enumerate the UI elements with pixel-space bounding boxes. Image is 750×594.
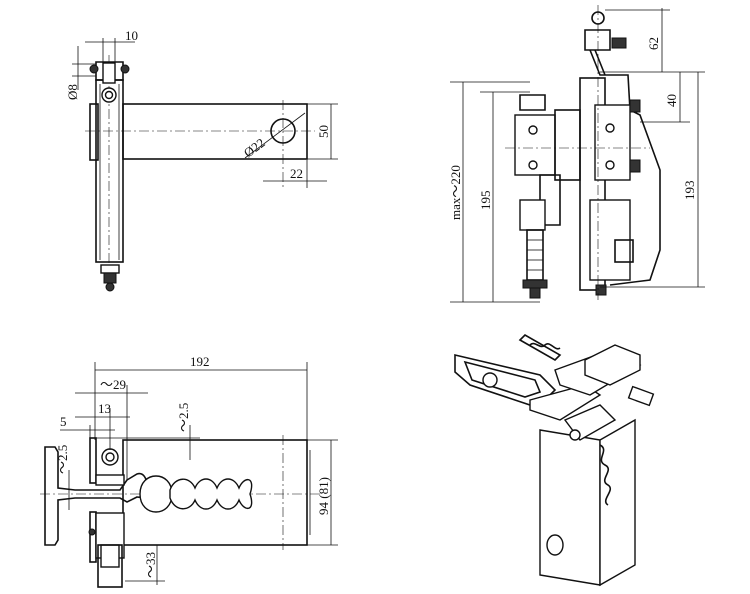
dim-side-height: 195	[478, 191, 493, 211]
side-view: 62 40 max～220 195 193	[448, 5, 705, 303]
dim-plan-length: 192	[190, 354, 210, 369]
dim-side-right-height: 193	[682, 181, 697, 201]
dim-side-upper: 40	[664, 94, 679, 107]
dim-side-top: 62	[646, 37, 661, 50]
dim-plan-bottom: ～33	[143, 552, 158, 578]
dim-front-pin: Ø8	[65, 84, 80, 100]
dim-plan-approx-29: ～29	[100, 377, 126, 392]
dim-front-hole-offset: 22	[290, 166, 303, 181]
dim-plan-gap-rail: ～2.5	[55, 445, 70, 474]
isometric-view	[454, 334, 655, 587]
dim-plan-5: 5	[60, 414, 67, 429]
plan-view: 192 ～29 13 5 ～2.5 ～2.5 94 (81) ～33	[40, 354, 338, 588]
dim-side-max-height: max～220	[448, 165, 463, 220]
front-view: 10 Ø8 Ø22 50 22	[65, 28, 338, 292]
dim-front-width: 10	[125, 28, 138, 43]
dim-front-hole: Ø22	[241, 135, 268, 160]
dim-plan-13: 13	[98, 401, 111, 416]
dim-plan-gap-top: ～2.5	[176, 403, 191, 432]
dim-plan-height: 94 (81)	[316, 477, 331, 515]
dim-front-arm-height: 50	[316, 125, 331, 138]
